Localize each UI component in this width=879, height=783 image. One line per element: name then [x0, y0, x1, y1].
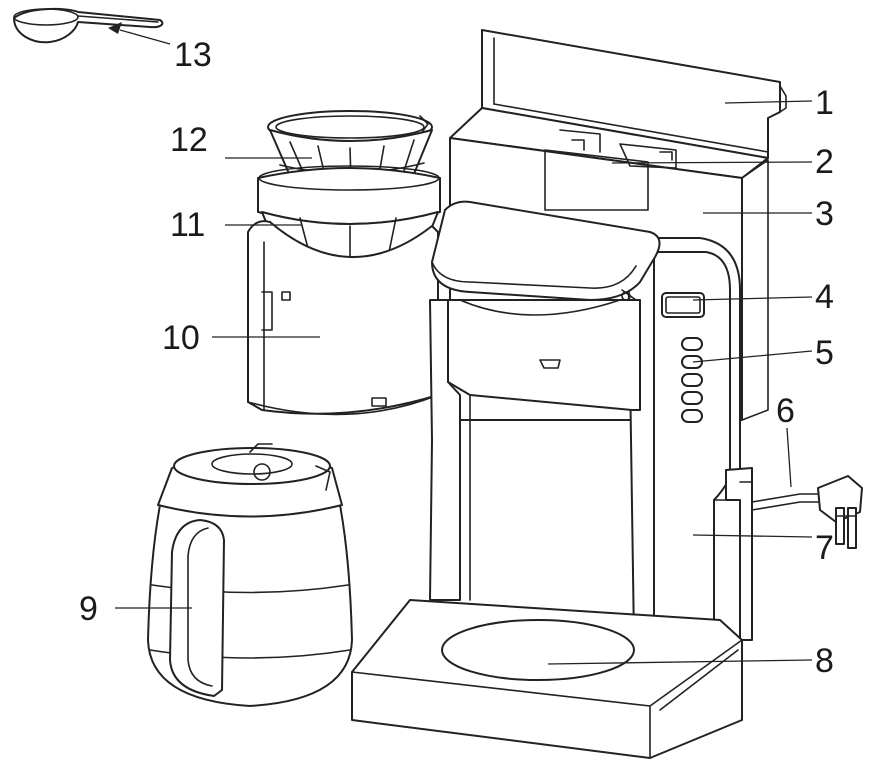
- callout-6: 6: [776, 392, 795, 430]
- leader-1: [724, 100, 813, 104]
- leader-13: [119, 29, 171, 45]
- leader-5: [692, 350, 813, 363]
- button-3: [681, 373, 703, 387]
- callout-12: 12: [170, 121, 208, 159]
- callout-13: 13: [174, 36, 212, 74]
- leader-6: [786, 427, 792, 488]
- main-body: [627, 237, 753, 641]
- leader-4: [692, 296, 813, 301]
- button-4: [681, 391, 703, 405]
- leader-lines: [108, 22, 813, 665]
- callout-11: 11: [170, 206, 205, 244]
- callout-4: 4: [815, 278, 834, 316]
- control-panel: [661, 292, 705, 423]
- callout-7: 7: [815, 529, 834, 567]
- brew-head: [429, 200, 661, 601]
- callout-9: 9: [79, 590, 98, 628]
- callout-5: 5: [815, 334, 834, 372]
- leader-7: [692, 534, 813, 538]
- callout-2: 2: [815, 143, 834, 181]
- callout-1: 1: [815, 84, 834, 122]
- callout-10: 10: [162, 319, 200, 357]
- measuring-scoop: [13, 7, 164, 44]
- leader-8: [547, 659, 813, 665]
- callout-8: 8: [815, 642, 834, 680]
- filter-housing: [247, 220, 449, 416]
- button-1: [681, 337, 703, 351]
- thermal-carafe: [147, 443, 353, 707]
- power-cord: [751, 475, 863, 549]
- callout-labels: 13 1 2 3 4 5 6 7 8 9 10 11 12: [79, 36, 834, 680]
- base-warming-plate: [351, 599, 743, 759]
- button-5: [681, 409, 703, 423]
- leader-13-arrow: [108, 22, 122, 34]
- callout-3: 3: [815, 195, 834, 233]
- button-2: [681, 355, 703, 369]
- leader-2: [611, 161, 813, 164]
